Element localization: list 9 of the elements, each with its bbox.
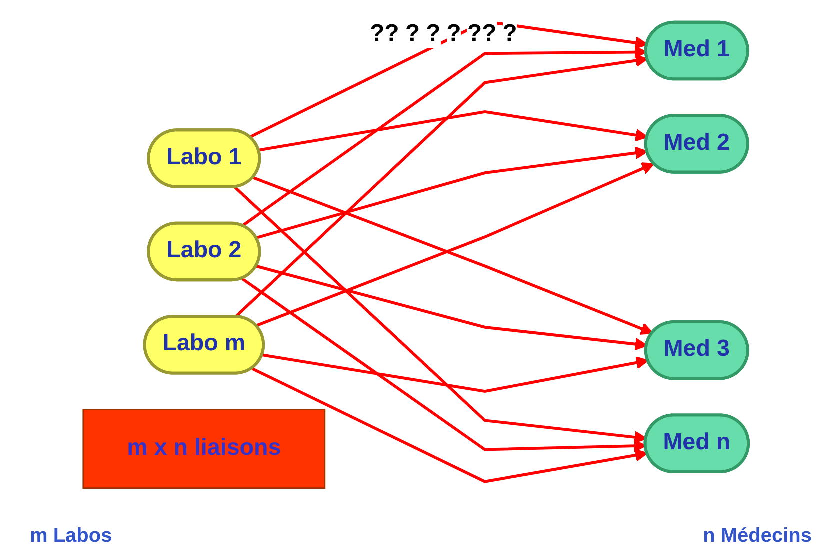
arrow <box>234 186 648 444</box>
arrow <box>258 110 648 152</box>
node-box: m x n liaisons <box>82 409 326 490</box>
arrow <box>252 367 648 484</box>
arrow <box>242 46 648 228</box>
arrow <box>256 265 648 351</box>
column-caption: n Médecins <box>703 525 812 548</box>
column-caption: m Labos <box>30 525 112 548</box>
arrow <box>262 354 649 393</box>
